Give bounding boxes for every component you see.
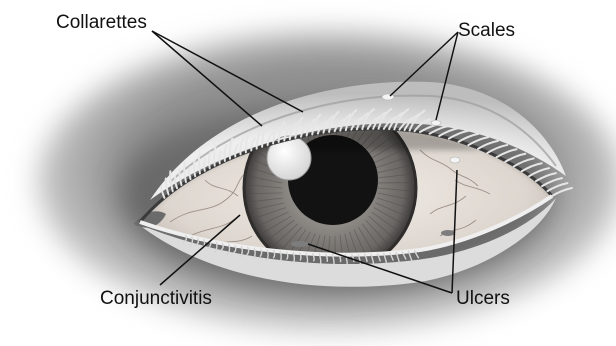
label-scales: Scales bbox=[458, 20, 515, 41]
eyelash bbox=[199, 154, 200, 174]
label-conjunctivitis: Conjunctivitis bbox=[100, 288, 212, 309]
eyelash bbox=[194, 160, 195, 176]
label-ulcers: Ulcers bbox=[456, 288, 510, 309]
label-collarettes: Collarettes bbox=[56, 12, 147, 33]
